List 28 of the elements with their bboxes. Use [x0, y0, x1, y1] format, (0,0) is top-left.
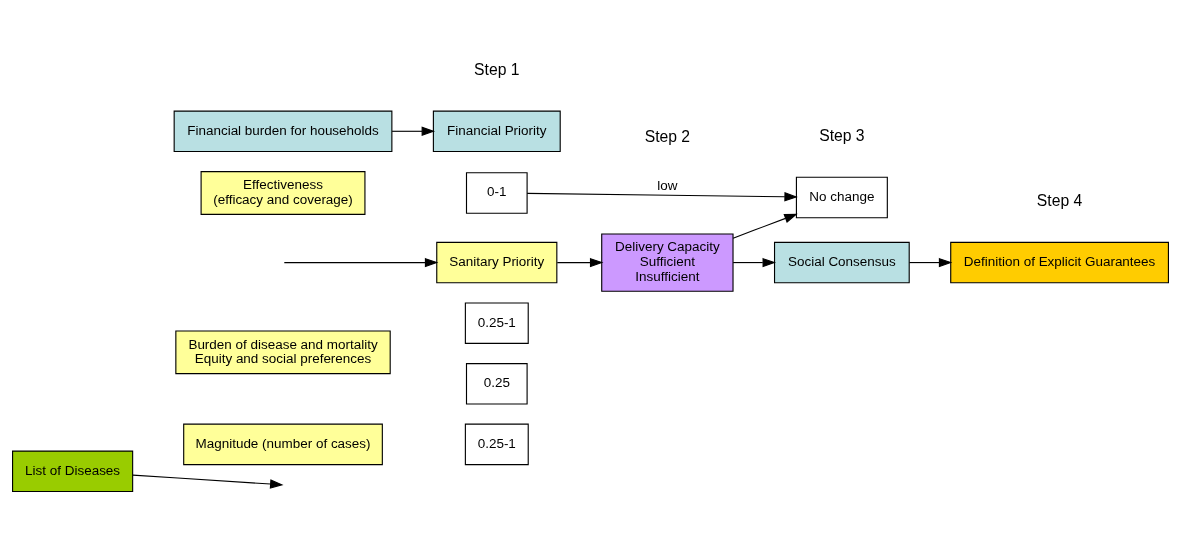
- arrow: [526, 191, 798, 201]
- label: Step 4: [1036, 191, 1083, 209]
- node-box: Definition of Explicit Guarantees: [950, 241, 1169, 283]
- node-box: Delivery Capacity Sufficient Insufficient: [601, 232, 734, 292]
- node-box: Social Consensus: [774, 241, 910, 283]
- node-box: 0.25-1: [464, 301, 529, 344]
- node-box: Financial burden for households: [173, 110, 393, 152]
- arrow: [732, 257, 776, 267]
- node-box: 0-1: [465, 171, 528, 214]
- node-box: Financial Priority: [432, 110, 561, 152]
- arrow: [732, 213, 798, 239]
- node-box: Magnitude (number of cases): [183, 423, 383, 465]
- arrow: [132, 474, 284, 489]
- node-box: No change: [795, 176, 888, 218]
- label: Step 2: [644, 127, 691, 145]
- arrow: [283, 257, 439, 267]
- node-box: Effectiveness (efficacy and coverage): [200, 170, 366, 215]
- edge-label: low: [657, 177, 678, 193]
- arrow: [908, 257, 953, 267]
- node-box: Burden of disease and mortality Equity and social preferences: [175, 330, 391, 374]
- node-box: 0.25-1: [464, 423, 529, 465]
- node-box: Sanitary Priority: [436, 241, 558, 283]
- label: Step 3: [819, 126, 865, 144]
- arrow: [391, 126, 436, 136]
- node-box: 0.25: [465, 362, 528, 405]
- label: Step 1: [474, 60, 520, 78]
- node-box: List of Diseases: [12, 450, 134, 492]
- arrow: [556, 257, 604, 267]
